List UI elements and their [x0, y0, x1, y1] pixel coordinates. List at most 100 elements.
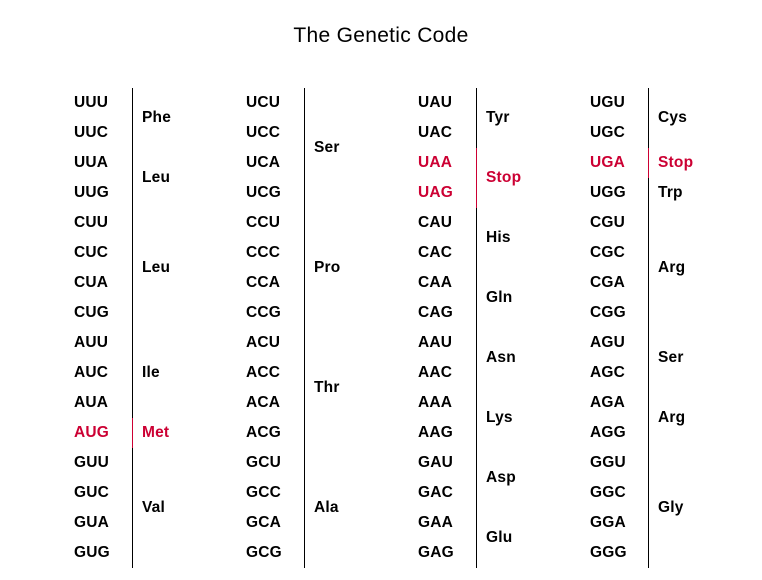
group-separator-bar	[304, 88, 305, 208]
codon-CAC: CAC	[418, 244, 453, 261]
codon-UUC: UUC	[74, 124, 109, 141]
codon-AGU: AGU	[590, 334, 626, 351]
group-separator-bar	[304, 448, 305, 568]
codon-GAG: GAG	[418, 544, 454, 561]
codon-UCU: UCU	[246, 94, 281, 111]
amino-acid-label: Tyr	[486, 109, 510, 126]
group-separator-bar	[648, 178, 649, 208]
amino-acid-label: Ala	[314, 499, 339, 516]
codon-ACG: ACG	[246, 424, 282, 441]
codon-GUC: GUC	[74, 484, 110, 501]
group-separator-bar	[648, 448, 649, 568]
codon-GAC: GAC	[418, 484, 454, 501]
group-separator-bar	[648, 328, 649, 388]
codon-AUG: AUG	[74, 424, 110, 441]
codon-UGA: UGA	[590, 154, 626, 171]
group-separator-bar	[304, 208, 305, 328]
codon-UAU: UAU	[418, 94, 453, 111]
codon-CCC: CCC	[246, 244, 281, 261]
codon-AGG: AGG	[590, 424, 626, 441]
codon-UGG: UGG	[590, 184, 626, 201]
codon-AAU: AAU	[418, 334, 453, 351]
codon-GGU: GGU	[590, 454, 626, 471]
codon-stack: UGG	[590, 178, 646, 208]
amino-acid-label: Cys	[658, 109, 688, 126]
codon-CGG: CGG	[590, 304, 626, 321]
codon-CAG: CAG	[418, 304, 454, 321]
amino-acid-label: His	[486, 229, 511, 246]
codon-UAA: UAA	[418, 154, 453, 171]
codon-CGU: CGU	[590, 214, 626, 231]
amino-acid-label: Leu	[142, 169, 171, 186]
codon-stack: GAA GAG	[418, 508, 474, 568]
codon-CUG: CUG	[74, 304, 110, 321]
amino-acid-label: Ser	[314, 139, 340, 156]
group-separator-bar	[476, 268, 477, 328]
amino-acid-label: Met	[142, 424, 170, 441]
codon-UUG: UUG	[74, 184, 110, 201]
group-separator-bar	[132, 88, 133, 148]
codon-AAC: AAC	[418, 364, 453, 381]
codon-AUU: AUU	[74, 334, 109, 351]
codon-ACC: ACC	[246, 364, 281, 381]
codon-stack: AAU AAC	[418, 328, 474, 388]
codon-GUU: GUU	[74, 454, 110, 471]
codon-GAA: GAA	[418, 514, 454, 531]
codon-stack: AUG	[74, 418, 130, 448]
codon-UCG: UCG	[246, 184, 282, 201]
codon-GGC: GGC	[590, 484, 626, 501]
amino-acid-label: Leu	[142, 259, 171, 276]
amino-acid-label: Ile	[142, 364, 160, 381]
codon-CAA: CAA	[418, 274, 453, 291]
group-separator-bar	[648, 388, 649, 448]
codon-GGA: GGA	[590, 514, 626, 531]
codon-UGC: UGC	[590, 124, 626, 141]
codon-CUU: CUU	[74, 214, 109, 231]
codon-AGC: AGC	[590, 364, 626, 381]
amino-acid-label: Arg	[658, 409, 686, 426]
group-separator-bar	[648, 208, 649, 328]
group-separator-bar	[648, 88, 649, 148]
amino-acid-label: Gln	[486, 289, 513, 306]
amino-acid-label: Ser	[658, 349, 684, 366]
group-separator-bar	[132, 208, 133, 328]
codon-group-ser: AGU AGC Ser	[590, 328, 762, 388]
amino-acid-label: Pro	[314, 259, 341, 276]
codon-ACU: ACU	[246, 334, 281, 351]
